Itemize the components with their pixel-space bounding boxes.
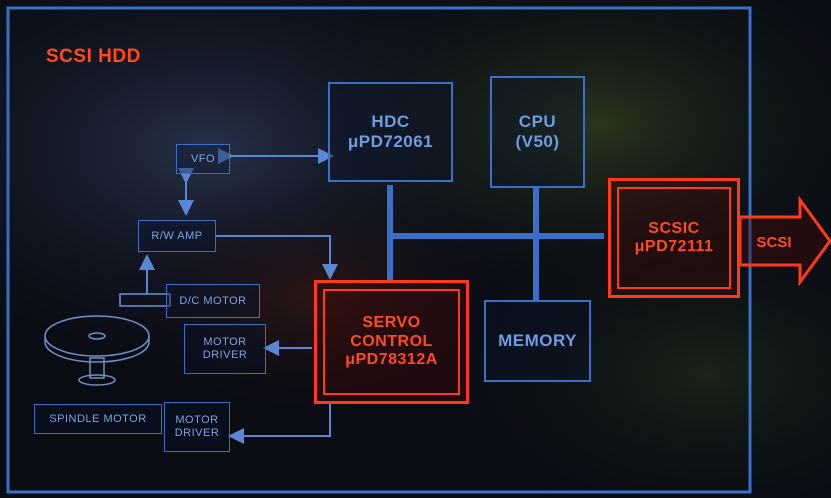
motor-driver-block-1: MOTOR DRIVER bbox=[184, 324, 266, 374]
cpu-part: (V50) bbox=[515, 132, 559, 152]
motor-driver-block-2: MOTOR DRIVER bbox=[164, 402, 230, 452]
vfo-label: VFO bbox=[191, 153, 215, 166]
spindle-motor-label: SPINDLE MOTOR bbox=[49, 413, 146, 426]
diagram-title: SCSI HDD bbox=[46, 46, 141, 68]
motor-driver-1-label-1: MOTOR bbox=[203, 336, 246, 349]
dc-motor-block: D/C MOTOR bbox=[166, 284, 260, 318]
hdc-label: HDC bbox=[371, 112, 409, 132]
dc-motor-label: D/C MOTOR bbox=[179, 295, 246, 308]
motor-driver-1-label-2: DRIVER bbox=[203, 349, 248, 362]
memory-label: MEMORY bbox=[498, 331, 577, 351]
vfo-block: VFO bbox=[176, 144, 230, 174]
servo-part: μPD78312A bbox=[345, 351, 438, 369]
scsi-arrow-label: SCSI bbox=[744, 220, 804, 264]
hdc-part: μPD72061 bbox=[348, 132, 433, 152]
scsic-label: SCSIC bbox=[648, 220, 699, 238]
servo-label-1: SERVO bbox=[362, 314, 420, 332]
scsic-part: μPD72111 bbox=[635, 238, 714, 256]
rw-amp-block: R/W AMP bbox=[138, 220, 216, 252]
motor-driver-2-label-1: MOTOR bbox=[175, 414, 218, 427]
cpu-block: CPU (V50) bbox=[490, 76, 585, 188]
servo-control-block: SERVO CONTROL μPD78312A bbox=[314, 280, 469, 404]
scsic-block: SCSIC μPD72111 bbox=[608, 178, 740, 298]
memory-block: MEMORY bbox=[484, 300, 591, 382]
motor-driver-2-label-2: DRIVER bbox=[175, 427, 220, 440]
hdc-block: HDC μPD72061 bbox=[328, 82, 453, 182]
cpu-label: CPU bbox=[519, 112, 556, 132]
spindle-motor-block: SPINDLE MOTOR bbox=[34, 404, 162, 434]
servo-label-2: CONTROL bbox=[350, 333, 433, 351]
rw-amp-label: R/W AMP bbox=[151, 230, 202, 243]
